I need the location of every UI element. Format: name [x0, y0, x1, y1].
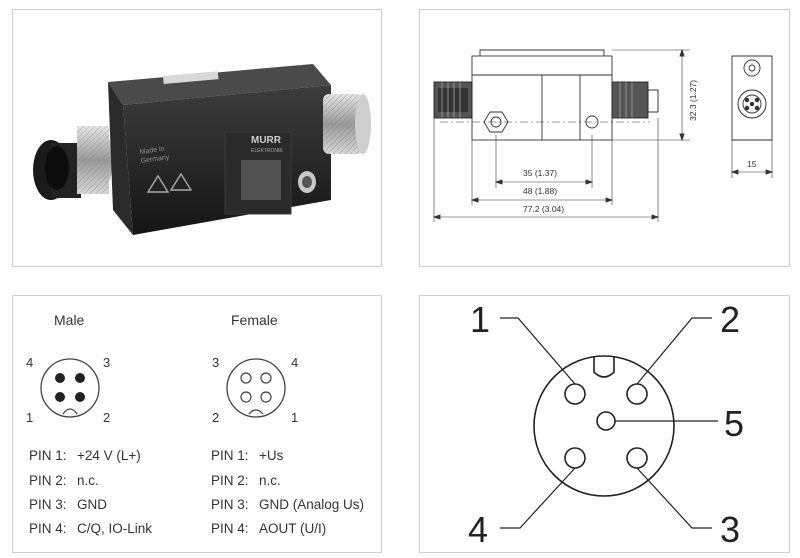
pin-value: AOUT (U/I) — [259, 521, 327, 536]
female-label-4: 4 — [291, 355, 298, 370]
male-title: Male — [54, 312, 85, 328]
male-pin-row: PIN 4: C/Q, IO-Link — [29, 521, 152, 536]
m12-label-3: 3 — [720, 509, 740, 550]
m12-pin-5-hole — [596, 411, 616, 431]
m12-label-5: 5 — [724, 403, 744, 444]
male-pin-row: PIN 1: +24 V (L+) — [29, 448, 141, 463]
pin-label: PIN 1: — [29, 448, 67, 463]
female-pin-row: PIN 2: n.c. — [211, 473, 281, 488]
female-connector-image — [323, 94, 371, 154]
pin-label: PIN 4: — [211, 521, 249, 536]
made-in-text: Made in — [139, 146, 165, 156]
leader-line-3 — [636, 467, 712, 529]
pin-value: n.c. — [77, 473, 99, 488]
pin-label: PIN 1: — [211, 448, 249, 463]
pin-label: PIN 4: — [29, 521, 67, 536]
m12-label-1: 1 — [470, 299, 490, 340]
leader-line-1 — [500, 317, 576, 385]
pin-value: +24 V (L+) — [77, 448, 141, 463]
pin-label: PIN 3: — [29, 497, 67, 512]
m12-pin-3-hole — [626, 447, 648, 469]
pinout-faces: 4 3 1 2 3 4 2 1 — [26, 355, 298, 425]
pin-value: n.c. — [259, 473, 281, 488]
pin-label: PIN 3: — [211, 497, 249, 512]
m12-label-4: 4 — [468, 509, 488, 550]
m12-pin-diagram: 1 2 5 4 3 — [468, 299, 744, 550]
pin-value: GND — [77, 497, 107, 512]
brand-text: MURR — [251, 135, 282, 146]
m12-label-2: 2 — [720, 299, 740, 340]
male-label-4: 4 — [26, 355, 33, 370]
product-photo: MURR ELEKTRONIK Made in Germany — [33, 64, 371, 235]
leader-line-2 — [636, 317, 712, 385]
pin-label: PIN 2: — [211, 473, 249, 488]
female-pin-row: PIN 3: GND (Analog Us) — [211, 497, 364, 512]
dimension-32: 32.3 (1.27) — [688, 80, 698, 121]
drawing-side-view — [730, 55, 774, 178]
female-connector-face — [226, 358, 286, 418]
pin-value: +Us — [259, 448, 284, 463]
male-label-3: 3 — [103, 355, 110, 370]
male-label-2: 2 — [103, 410, 110, 425]
drawing-left-connector — [433, 81, 473, 119]
brand-subtext: ELEKTRONIK — [251, 148, 283, 154]
female-label-2: 2 — [212, 410, 219, 425]
pin-value: C/Q, IO-Link — [77, 521, 153, 536]
dimension-drawing: 35 (1.37) 48 (1.88) 77.2 (3.04) 32.3 (1.… — [432, 48, 774, 222]
male-pin-row: PIN 3: GND — [29, 497, 107, 512]
female-label-3: 3 — [212, 355, 219, 370]
female-pin-row: PIN 4: AOUT (U/I) — [211, 521, 326, 536]
dimension-15: 15 — [747, 159, 757, 169]
m12-coding-key — [593, 357, 615, 378]
female-title: Female — [231, 312, 278, 328]
dimension-48: 48 (1.88) — [523, 186, 557, 196]
m12-pin-4-hole — [564, 447, 586, 469]
male-pin-row: PIN 2: n.c. — [29, 473, 99, 488]
dimension-77: 77.2 (3.04) — [523, 204, 564, 214]
female-label-1: 1 — [291, 410, 298, 425]
pinout-panel: Male Female 4 3 1 2 3 4 2 1 — [12, 295, 382, 553]
dimension-35: 35 (1.37) — [523, 168, 557, 178]
female-pin-row: PIN 1: +Us — [211, 448, 283, 463]
pin-value: GND (Analog Us) — [259, 497, 365, 512]
male-connector-face — [40, 358, 100, 418]
m12-pin-2-hole — [626, 383, 648, 405]
m12-outer-ring — [533, 355, 675, 497]
product-photo-panel: MURR ELEKTRONIK Made in Germany — [12, 9, 382, 267]
dimension-drawing-panel: 35 (1.37) 48 (1.88) 77.2 (3.04) 32.3 (1.… — [419, 9, 790, 267]
male-label-1: 1 — [26, 410, 33, 425]
device-body-image — [108, 64, 331, 235]
leader-line-4 — [500, 467, 576, 529]
male-connector-image — [33, 126, 113, 200]
made-in-country-text: Germany — [140, 154, 170, 165]
m12-pin-1-hole — [564, 383, 586, 405]
m12-pin-diagram-panel: 1 2 5 4 3 — [419, 295, 790, 553]
drawing-right-connector — [611, 81, 659, 119]
pin-label: PIN 2: — [29, 473, 67, 488]
